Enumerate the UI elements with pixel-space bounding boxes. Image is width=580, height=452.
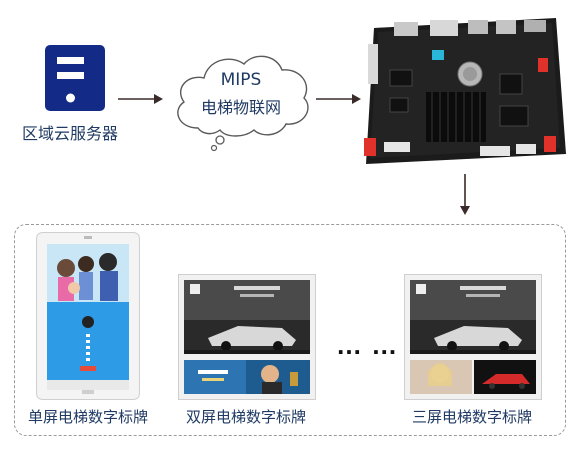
cloud-label-line1: MIPS [220, 70, 262, 90]
server-label: 区域云服务器 [22, 124, 119, 143]
cloud: MIPS 电梯物联网 [168, 44, 314, 156]
arrow-down-icon [460, 174, 470, 215]
signage-group-box [14, 224, 566, 436]
circuit-board-image [364, 18, 566, 164]
sign-caption-single: 单屏电梯数字标牌 [28, 408, 149, 426]
sign-caption-triple: 三屏电梯数字标牌 [412, 408, 533, 426]
arrow-right-icon [118, 94, 163, 104]
dual-screen-sign-image [178, 274, 316, 400]
sign-caption-dual: 双屏电梯数字标牌 [186, 408, 307, 426]
cloud-icon [177, 55, 309, 152]
single-screen-sign-image [36, 232, 140, 400]
cloud-label-line2: 电梯物联网 [200, 98, 281, 117]
arrow-right-icon [316, 94, 361, 104]
server-icon [45, 45, 105, 111]
triple-screen-sign-image [404, 274, 542, 400]
more-ellipsis: … … [336, 330, 399, 360]
